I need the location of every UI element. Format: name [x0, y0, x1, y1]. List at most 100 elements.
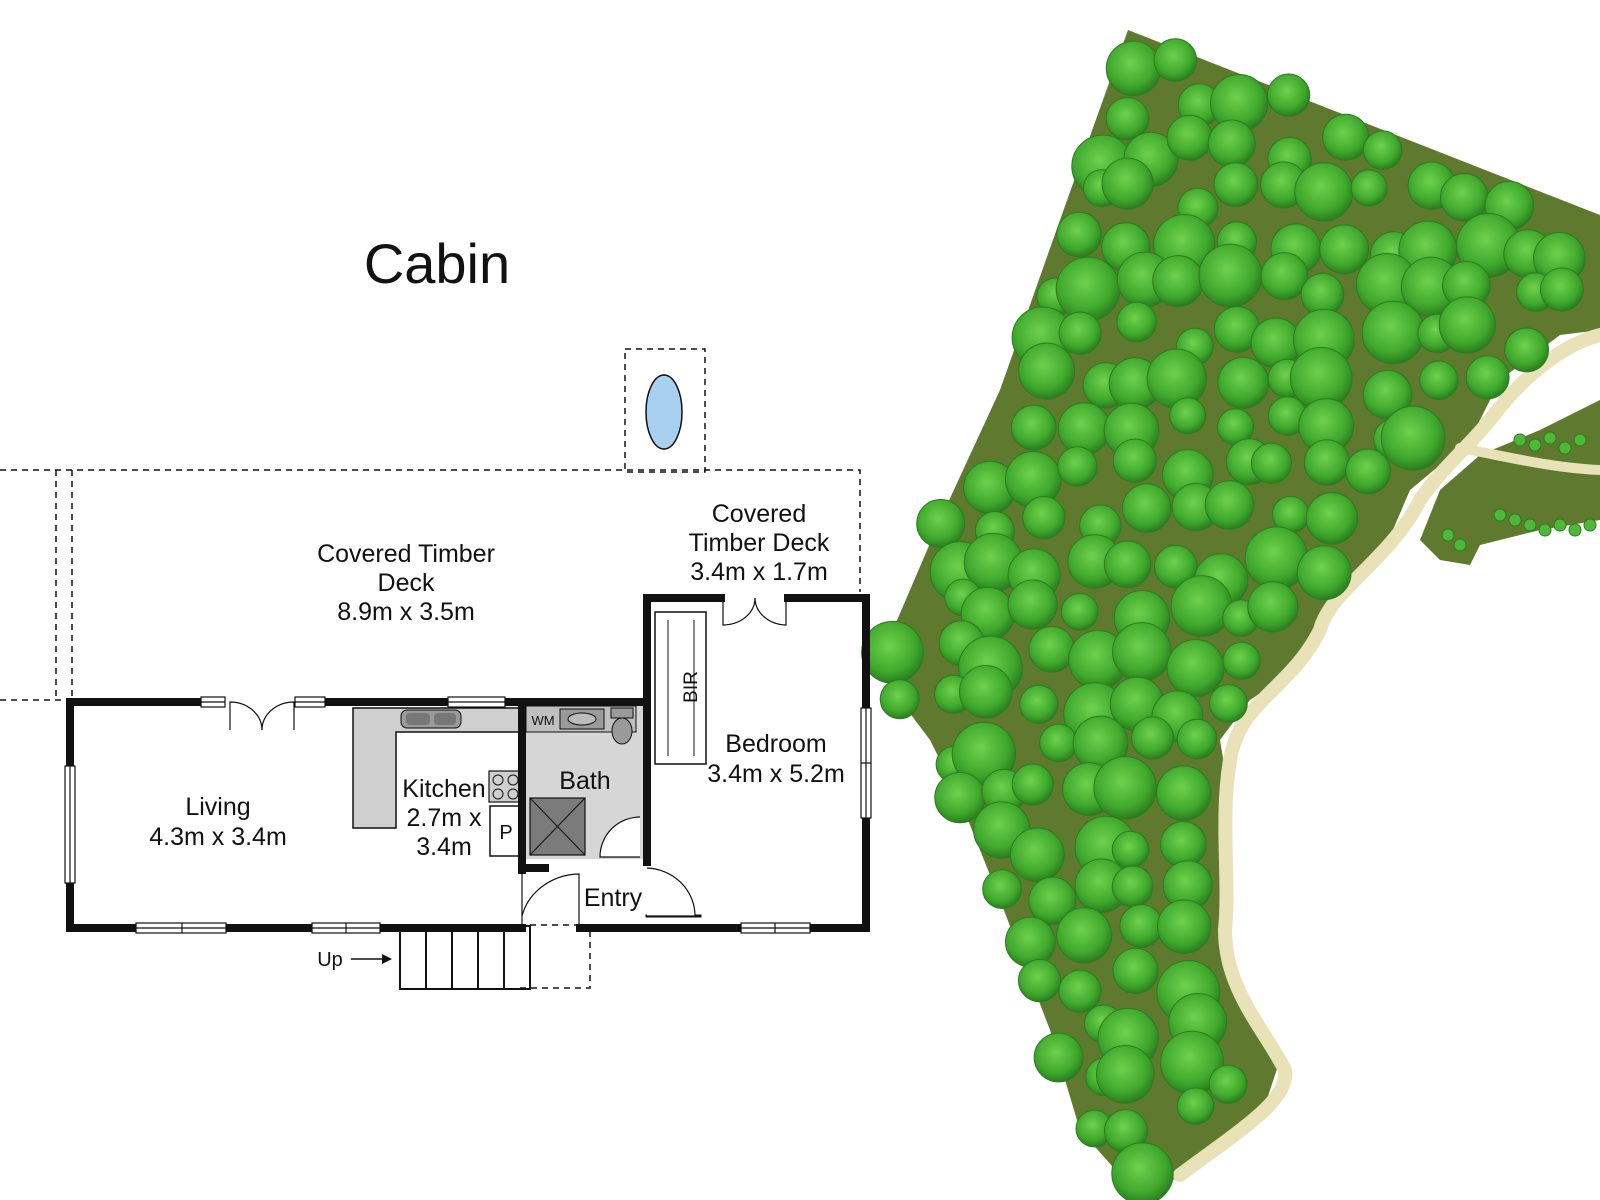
- tree-icon: [1176, 718, 1218, 760]
- deck-main-label: Covered Timber: [317, 540, 495, 568]
- tree-icon: [1362, 130, 1403, 170]
- tree-icon: [1213, 162, 1259, 208]
- walls: [66, 594, 870, 932]
- tree-icon: [1112, 438, 1157, 483]
- tree-icon: [1060, 592, 1099, 631]
- window: [740, 922, 811, 934]
- tree-icon: [1055, 256, 1121, 322]
- tree-icon: [1247, 581, 1299, 633]
- window: [447, 696, 506, 708]
- shrub-icon: [1528, 438, 1542, 452]
- tree-icon: [1057, 402, 1111, 456]
- living-french-door: [229, 701, 295, 731]
- tree-canopy: [861, 38, 1597, 1200]
- access-track: [1173, 328, 1600, 1182]
- bedroom-size: 3.4m x 5.2m: [707, 760, 845, 788]
- tree-icon: [1033, 1032, 1084, 1083]
- tree-icon: [1198, 243, 1263, 308]
- tree-icon: [1322, 113, 1370, 161]
- kitchen-label: Kitchen: [402, 775, 485, 803]
- entry-label: Entry: [584, 884, 643, 912]
- tree-icon: [1119, 904, 1164, 948]
- built-in-robe: BIR: [654, 611, 707, 765]
- tree-icon: [1267, 73, 1311, 117]
- doors: [229, 597, 787, 928]
- tree-icon: [1350, 169, 1388, 207]
- tree-icon: [1101, 157, 1154, 210]
- svg-text:BIR: BIR: [681, 671, 702, 703]
- window: [200, 696, 226, 708]
- tree-icon: [1112, 947, 1159, 995]
- bedroom-label: Bedroom: [725, 730, 826, 758]
- tree-icon: [1018, 342, 1075, 400]
- shower: [529, 797, 586, 856]
- tree-icon: [1122, 483, 1172, 533]
- tree-icon: [1105, 40, 1162, 97]
- tree-icon: [1209, 684, 1248, 723]
- shrub-icon: [1538, 523, 1552, 537]
- site-plan: [861, 30, 1600, 1200]
- tree-icon: [1204, 480, 1255, 530]
- tree-icon: [1294, 162, 1354, 222]
- window: [860, 707, 872, 819]
- kitchen-size: 2.7m x: [406, 804, 482, 832]
- tree-icon: [1465, 355, 1510, 400]
- deck-outline: [0, 469, 861, 989]
- tree-icon: [1111, 830, 1150, 869]
- shrub-icon: [1558, 441, 1572, 455]
- deck-small-label: Covered: [712, 500, 807, 528]
- shrub-icon: [1508, 513, 1522, 527]
- shrub-icon: [1441, 528, 1455, 542]
- tree-icon: [1153, 38, 1198, 82]
- tree-icon: [1103, 540, 1152, 589]
- tree-icon: [1319, 224, 1370, 275]
- tree-icon: [1111, 865, 1154, 908]
- tree-icon: [1438, 296, 1496, 354]
- tree-icon: [1217, 356, 1270, 409]
- shrub-icon: [1453, 538, 1467, 552]
- shrub-icon: [1573, 433, 1587, 447]
- tree-icon: [1009, 827, 1065, 883]
- shrub-icon: [1553, 518, 1567, 532]
- tree-icon: [1057, 446, 1098, 487]
- shrub-icon: [1513, 433, 1527, 447]
- tree-icon: [1157, 899, 1212, 954]
- bedroom-french-door: [722, 597, 787, 626]
- tree-icon: [1112, 622, 1172, 682]
- tree-icon: [1380, 405, 1446, 471]
- shrub-icon: [1583, 518, 1597, 532]
- tree-icon: [959, 665, 1013, 719]
- access-track-branch: [1455, 443, 1600, 475]
- tree-icon: [1419, 360, 1459, 400]
- deck-main-label-2: Deck: [378, 569, 435, 597]
- window: [64, 765, 76, 884]
- tree-icon: [1222, 641, 1261, 680]
- tree-icon: [916, 499, 966, 548]
- room-labels: Covered Timber Deck 8.9m x 3.5m Covered …: [149, 500, 845, 912]
- tree-icon: [1116, 301, 1157, 343]
- tree-icon: [879, 679, 920, 720]
- tree-icon: [1007, 579, 1058, 630]
- tree-icon: [1019, 684, 1059, 724]
- tree-icon: [1105, 97, 1150, 141]
- bath-label: Bath: [559, 767, 610, 795]
- tree-icon: [1017, 959, 1062, 1003]
- tree-icon: [982, 869, 1022, 909]
- tree-icon: [1131, 716, 1175, 760]
- stairs-arrow-icon: [351, 954, 392, 964]
- tree-icon: [1156, 765, 1212, 821]
- deck-small-label-2: Timber Deck: [689, 529, 830, 557]
- tree-icon: [1305, 492, 1359, 545]
- entry-door: [646, 867, 696, 917]
- tree-icon: [1093, 756, 1157, 820]
- deck-main-size: 8.9m x 3.5m: [337, 598, 475, 626]
- tree-icon: [1005, 916, 1056, 968]
- tree-icon: [1028, 876, 1077, 925]
- tree-icon: [1345, 448, 1391, 495]
- tree-icon: [1058, 969, 1102, 1013]
- stairs: [399, 925, 531, 990]
- tree-icon: [1028, 626, 1076, 673]
- shrub-icon: [1543, 431, 1557, 445]
- kitchen-size-2: 3.4m: [416, 833, 472, 861]
